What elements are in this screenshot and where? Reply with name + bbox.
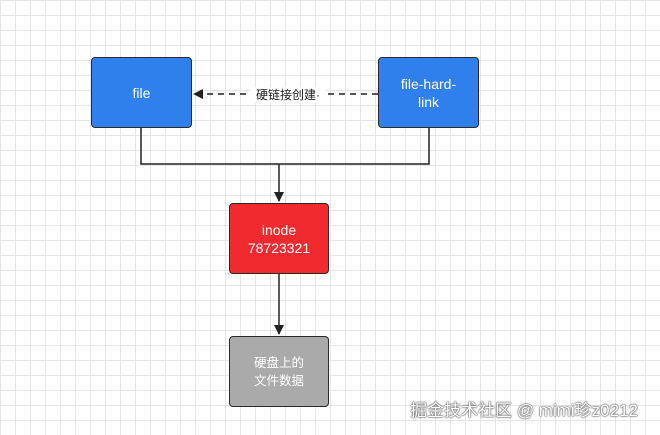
hardlink-to-inode-connector [279,128,430,165]
file-node: file [91,57,192,128]
inode-node: inode 78723321 [229,203,329,274]
hard-link-node: file-hard- link [378,57,479,128]
disk-data-node: 硬盘上的 文件数据 [229,336,329,407]
hardlink-edge-label: 硬链接创建· [250,87,326,103]
file-to-inode-connector [140,128,279,165]
watermark: 掘金技术社区 @ mimi珍z0212 [410,401,638,420]
